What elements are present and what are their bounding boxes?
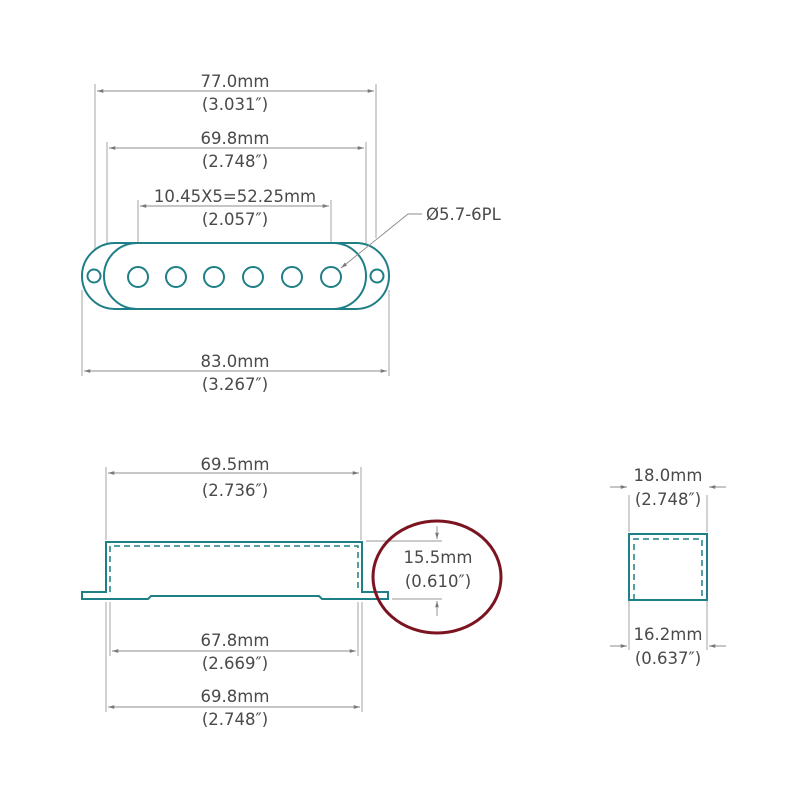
height-in: (0.610″) xyxy=(405,572,471,591)
end-view: 18.0mm (2.748″) 16.2mm (0.637″) xyxy=(610,466,726,668)
pole-hole-4 xyxy=(242,266,264,288)
top-view: 77.0mm (3.031″) 69.8mm (2.748″) 10.45X5=… xyxy=(81,72,502,394)
inner-length-mm: 69.8mm xyxy=(201,129,270,148)
end-profile-outline xyxy=(628,533,708,601)
end-bottom-width-mm: 16.2mm xyxy=(634,625,703,644)
inner-length-in: (2.748″) xyxy=(202,152,268,171)
side-top-width-mm: 69.5mm xyxy=(201,455,270,474)
end-top-width-in: (2.748″) xyxy=(635,490,701,509)
end-bottom-width-in: (0.637″) xyxy=(635,649,701,668)
end-top-width-mm: 18.0mm xyxy=(634,466,703,485)
hole-callout-leader xyxy=(340,213,422,269)
pole-spacing-in: (2.057″) xyxy=(202,210,268,229)
side-bottom-in: (2.748″) xyxy=(202,710,268,729)
side-profile-outline xyxy=(81,541,389,600)
side-inner-wall xyxy=(109,545,359,592)
overall-length-in: (3.031″) xyxy=(202,95,268,114)
side-inner-bottom-in: (2.669″) xyxy=(202,654,268,673)
base-length-in: (3.267″) xyxy=(202,375,268,394)
side-view: 69.5mm (2.736″) 15.5mm (0.610″) 67.8mm (… xyxy=(81,455,503,729)
side-inner-bottom-mm: 67.8mm xyxy=(201,631,270,650)
height-mm: 15.5mm xyxy=(404,548,473,567)
pole-hole-5 xyxy=(281,266,303,288)
end-inner-wall xyxy=(633,538,703,600)
mounting-hole-right xyxy=(369,268,385,284)
hole-callout-label: Ø5.7-6PL xyxy=(426,205,502,224)
cover-outline xyxy=(103,242,367,310)
height-highlight-circle xyxy=(371,519,503,635)
pole-hole-3 xyxy=(203,266,225,288)
pole-hole-1 xyxy=(127,266,149,288)
side-bottom-mm: 69.8mm xyxy=(201,687,270,706)
overall-length-mm: 77.0mm xyxy=(201,72,270,91)
base-length-mm: 83.0mm xyxy=(201,352,270,371)
pole-hole-2 xyxy=(165,266,187,288)
side-top-width-in: (2.736″) xyxy=(202,481,268,500)
pole-spacing-mm: 10.45X5=52.25mm xyxy=(154,187,316,206)
mounting-hole-left xyxy=(86,268,102,284)
pole-hole-6 xyxy=(320,266,342,288)
